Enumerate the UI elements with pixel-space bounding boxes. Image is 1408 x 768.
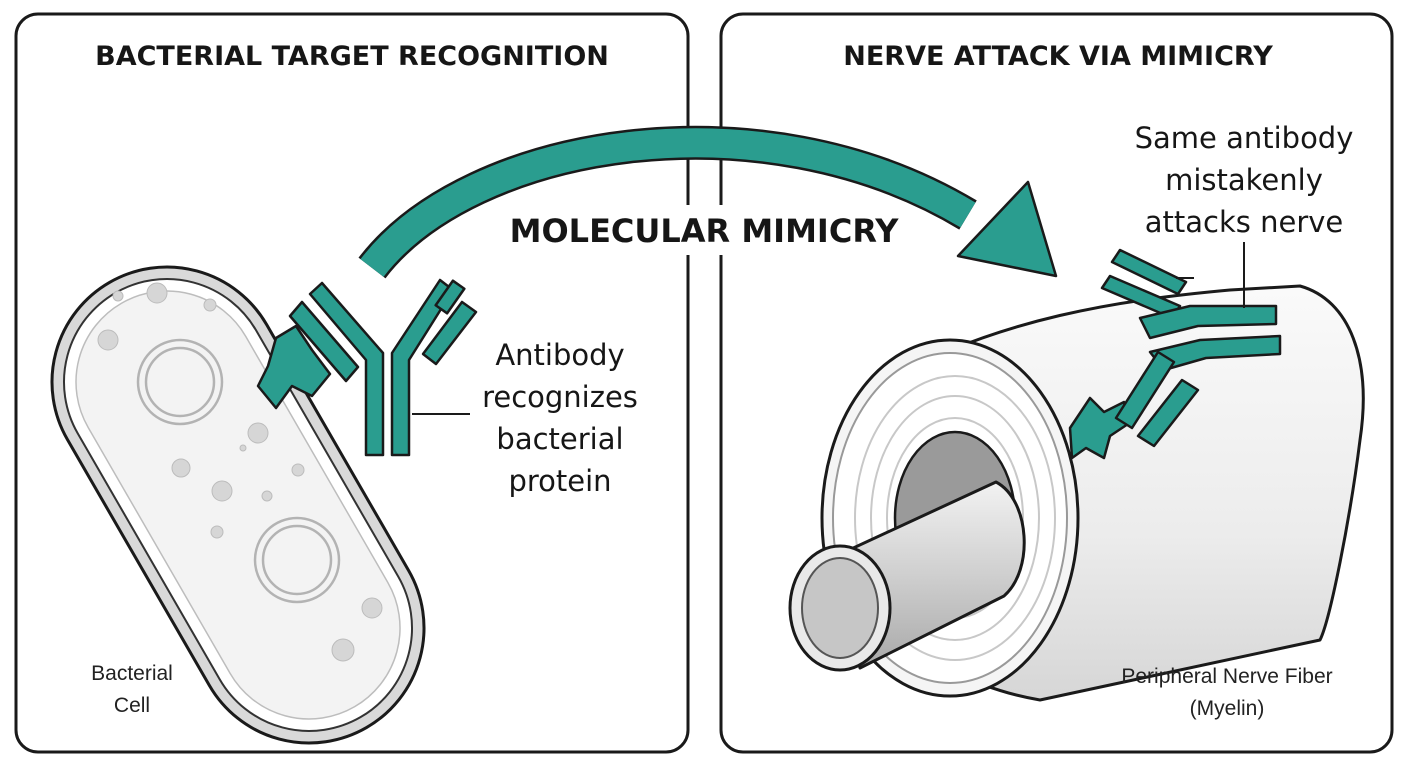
- svg-text:recognizes: recognizes: [482, 380, 638, 414]
- svg-text:mistakenly: mistakenly: [1165, 163, 1323, 197]
- left-panel-title: BACTERIAL TARGET RECOGNITION: [95, 41, 609, 72]
- center-label-bg: [498, 205, 910, 255]
- nerve-fiber-label: Peripheral Nerve Fiber (Myelin): [1121, 665, 1332, 720]
- mimicry-arrow: [358, 125, 1058, 279]
- bacterial-cell-label: Bacterial Cell: [91, 662, 173, 717]
- left-annotation: Antibody recognizes bacterial protein: [482, 338, 638, 498]
- bacterial-antigen: [256, 324, 332, 410]
- svg-text:Bacterial: Bacterial: [91, 662, 173, 685]
- svg-text:protein: protein: [508, 464, 611, 498]
- center-label: MOLECULAR MIMICRY: [510, 212, 900, 250]
- right-annotation: Same antibody mistakenly attacks nerve: [1135, 121, 1354, 239]
- dna-loop: [136, 338, 341, 604]
- bacterial-cell: [50, 265, 426, 745]
- svg-text:Peripheral Nerve Fiber: Peripheral Nerve Fiber: [1121, 665, 1332, 688]
- cell-granules: [97, 282, 383, 662]
- svg-text:Same antibody: Same antibody: [1135, 121, 1354, 155]
- svg-text:(Myelin): (Myelin): [1190, 697, 1265, 720]
- axon: [788, 480, 1026, 672]
- right-panel-title: NERVE ATTACK VIA MIMICRY: [843, 41, 1273, 72]
- antibody: [288, 278, 478, 457]
- svg-text:attacks nerve: attacks nerve: [1145, 205, 1344, 239]
- svg-text:bacterial: bacterial: [496, 422, 623, 456]
- nerve-antigen: [1068, 396, 1130, 460]
- svg-text:Cell: Cell: [114, 694, 150, 717]
- svg-text:Antibody: Antibody: [495, 338, 624, 372]
- antibody: [1100, 248, 1282, 448]
